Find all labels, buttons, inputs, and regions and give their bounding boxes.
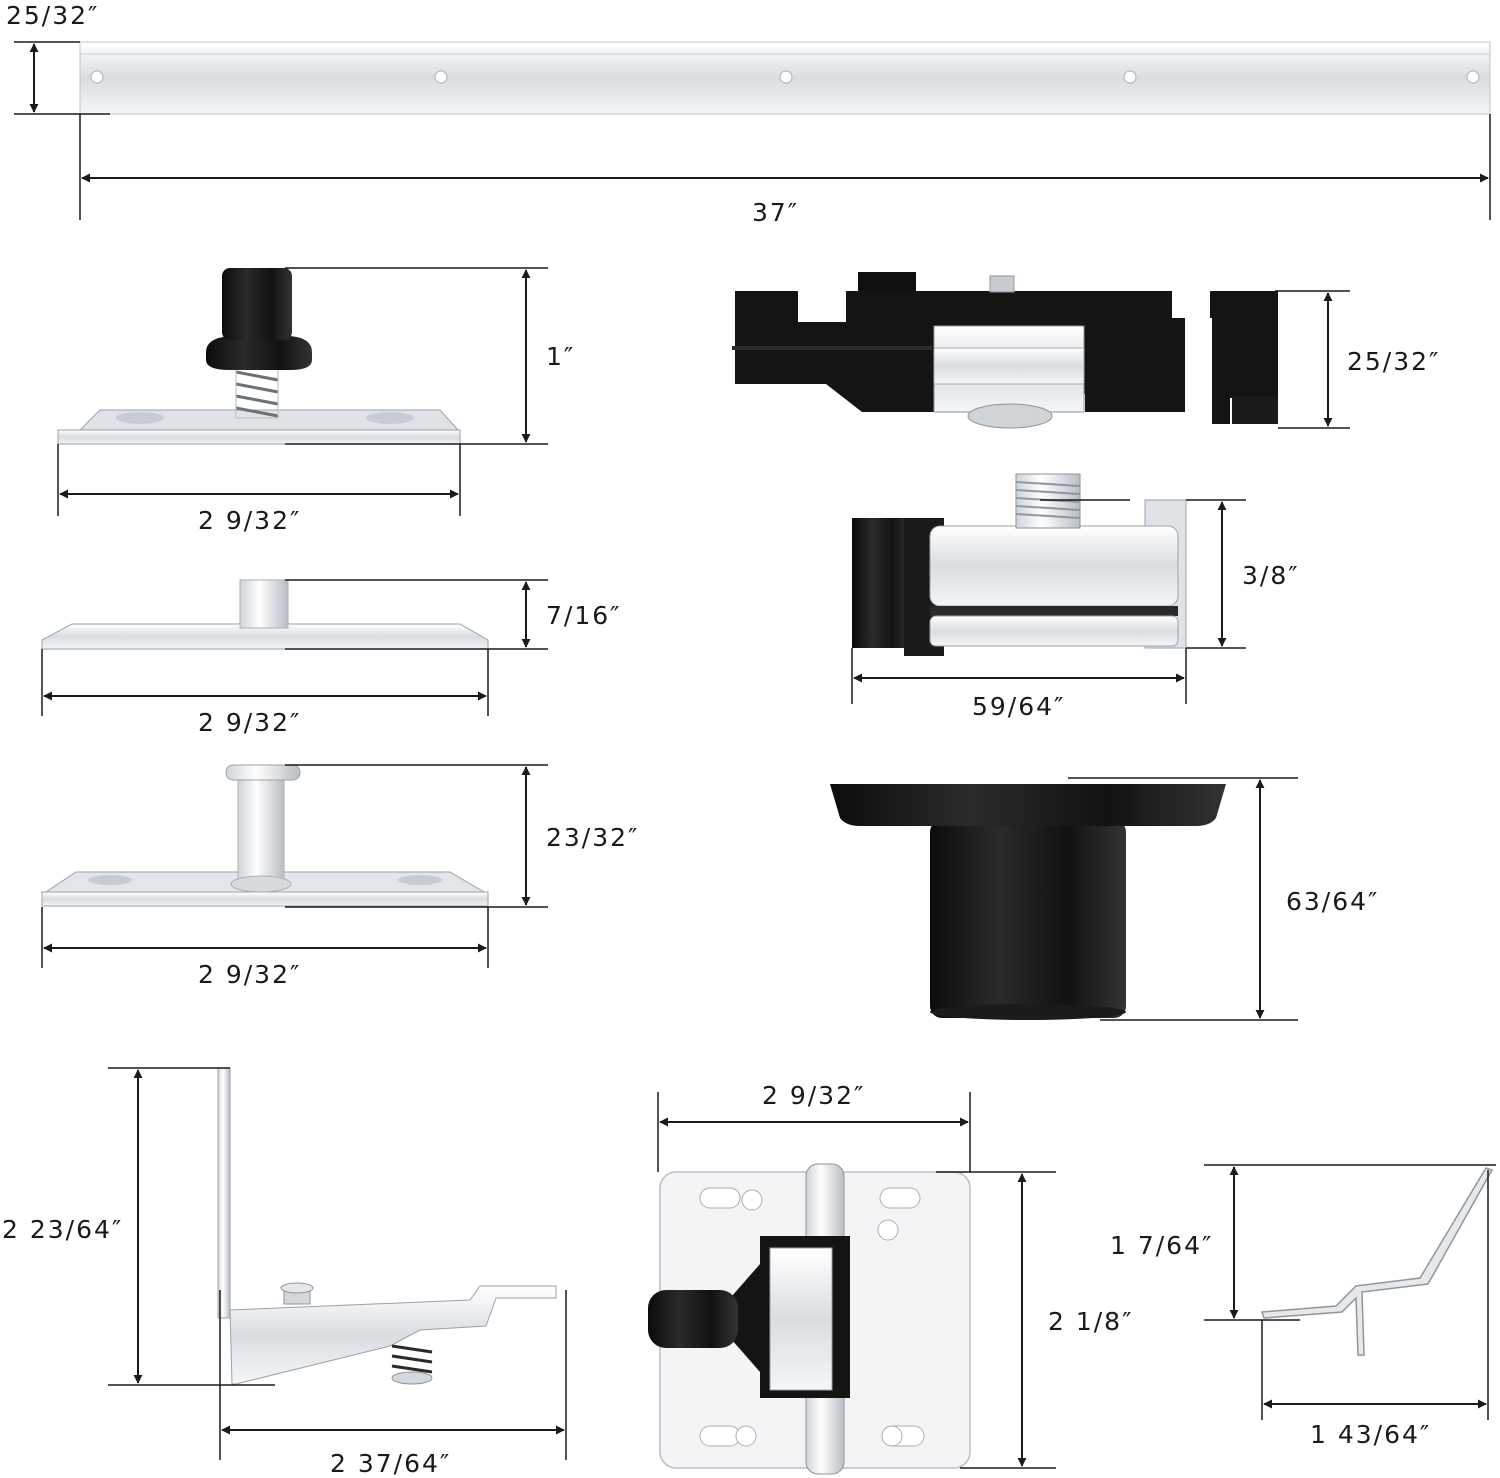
bushing-height-label: 63/64″ [1286,887,1379,916]
bushing-group: 63/64″ [830,777,1379,1021]
spring-clip-width-label: 1 43/64″ [1310,1420,1431,1449]
socket-tube [239,579,289,629]
clamp-group: 3/8″ 59/64″ [851,473,1300,721]
bushing-flange [830,784,1226,826]
rail-hole [1123,70,1137,84]
pin-plate-height-label: 23/32″ [546,823,639,852]
black-cap-flange [206,336,312,370]
bracket-spring [391,1344,433,1374]
rail-hole [779,70,793,84]
hinge-knob [648,1290,738,1348]
bracket-arm [229,1285,557,1385]
spring-clip-height-label: 1 7/64″ [1110,1231,1213,1260]
top-pivot-group: 1″ 2 9/32″ [57,267,575,535]
bracket-group: 2 23/64″ 2 37/64″ [2,1067,567,1478]
bracket-width-label: 2 37/64″ [330,1449,451,1478]
clamp-height-label: 3/8″ [1242,561,1300,590]
top-pivot-width-label: 2 9/32″ [198,506,301,535]
socket-plate-group: 7/16″ 2 9/32″ [41,579,621,737]
spring-clip [1260,1167,1494,1356]
rail-hole [1466,70,1480,84]
rail-hole [434,70,448,84]
socket-plate-height-label: 7/16″ [546,601,621,630]
socket-plate-width-label: 2 9/32″ [198,708,301,737]
rail-hole [90,70,104,84]
pivot-pin [237,775,285,885]
top-pivot-plate [57,429,461,445]
guide-bolt [989,275,1015,293]
spring-clip-group: 1 7/64″ 1 43/64″ [1110,1164,1496,1449]
clamp-threaded-stud [1015,473,1081,529]
hinge-group: 2 9/32″ 2 1/8″ [648,1081,1133,1475]
spring [235,370,279,418]
bracket-vertical-leg [217,1067,231,1319]
clamp-body [929,525,1179,607]
black-cap [222,268,292,340]
rail-length-label: 37″ [752,198,799,227]
bushing-tube [930,820,1126,1018]
guide-wheel [967,403,1053,429]
pin-plate-group: 23/32″ 2 9/32″ [41,764,639,989]
guide-group: 25/32″ [732,272,1440,429]
track-rail-group: 25/32″ 37″ [6,1,1491,227]
pin-plate-width-label: 2 9/32″ [198,960,301,989]
hinge-height-label: 2 1/8″ [1048,1307,1133,1336]
hinge-width-label: 2 9/32″ [762,1081,865,1110]
bracket-height-label: 2 23/64″ [2,1215,123,1244]
top-pivot-height-label: 1″ [546,342,575,371]
clamp-width-label: 59/64″ [972,692,1065,721]
rail-height-label: 25/32″ [6,1,99,30]
clamp-black-block [852,518,910,648]
guide-height-label: 25/32″ [1347,347,1440,376]
